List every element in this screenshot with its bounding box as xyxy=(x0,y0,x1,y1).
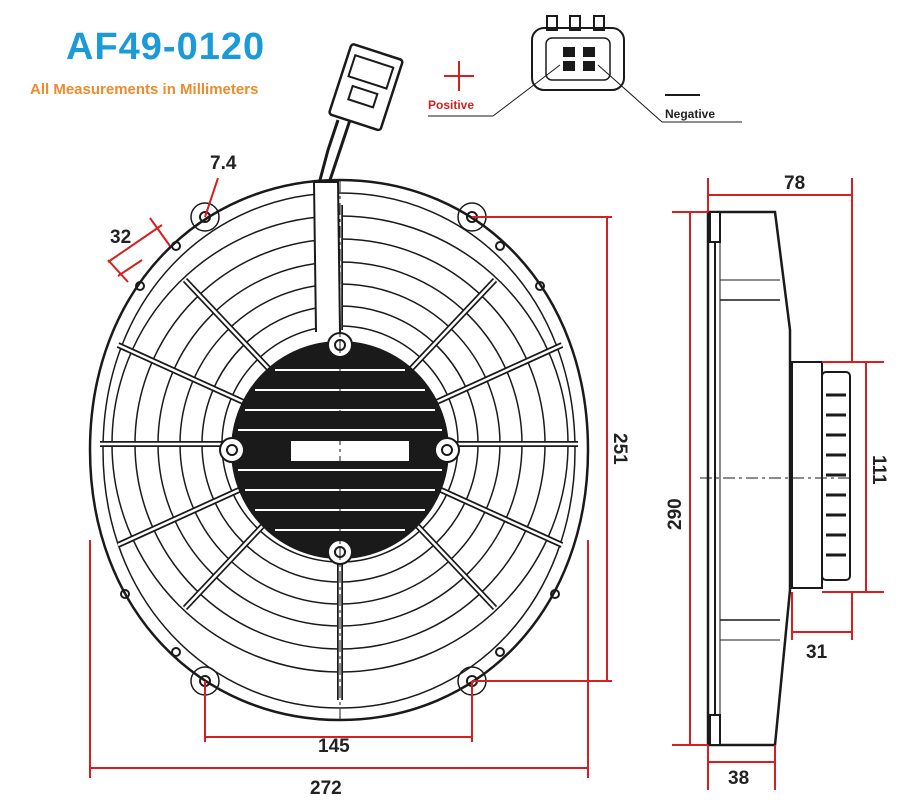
side-view xyxy=(700,210,851,747)
dimension-lines xyxy=(89,177,884,790)
dim-motor-depth: 31 xyxy=(806,642,828,663)
positive-label: Positive xyxy=(428,98,474,112)
dim-motor-diameter: 111 xyxy=(868,455,889,485)
dim-depth-total: 78 xyxy=(784,173,805,194)
dim-hole-horizontal: 145 xyxy=(318,736,350,757)
units-note: All Measurements in Millimeters xyxy=(30,81,259,98)
dim-mount-hole: 7.4 xyxy=(210,153,237,174)
model-title: AF49-0120 xyxy=(66,26,266,68)
front-view xyxy=(88,43,590,722)
dim-hole-vertical: 251 xyxy=(609,433,630,465)
dim-shroud-depth: 38 xyxy=(728,768,749,789)
dim-hole-spacing-small: 32 xyxy=(110,227,131,248)
plus-icon xyxy=(444,61,474,91)
dim-overall-height: 290 xyxy=(665,498,686,530)
connector-detail xyxy=(428,15,742,123)
negative-label: Negative xyxy=(665,107,715,121)
dim-overall-width: 272 xyxy=(310,778,342,799)
